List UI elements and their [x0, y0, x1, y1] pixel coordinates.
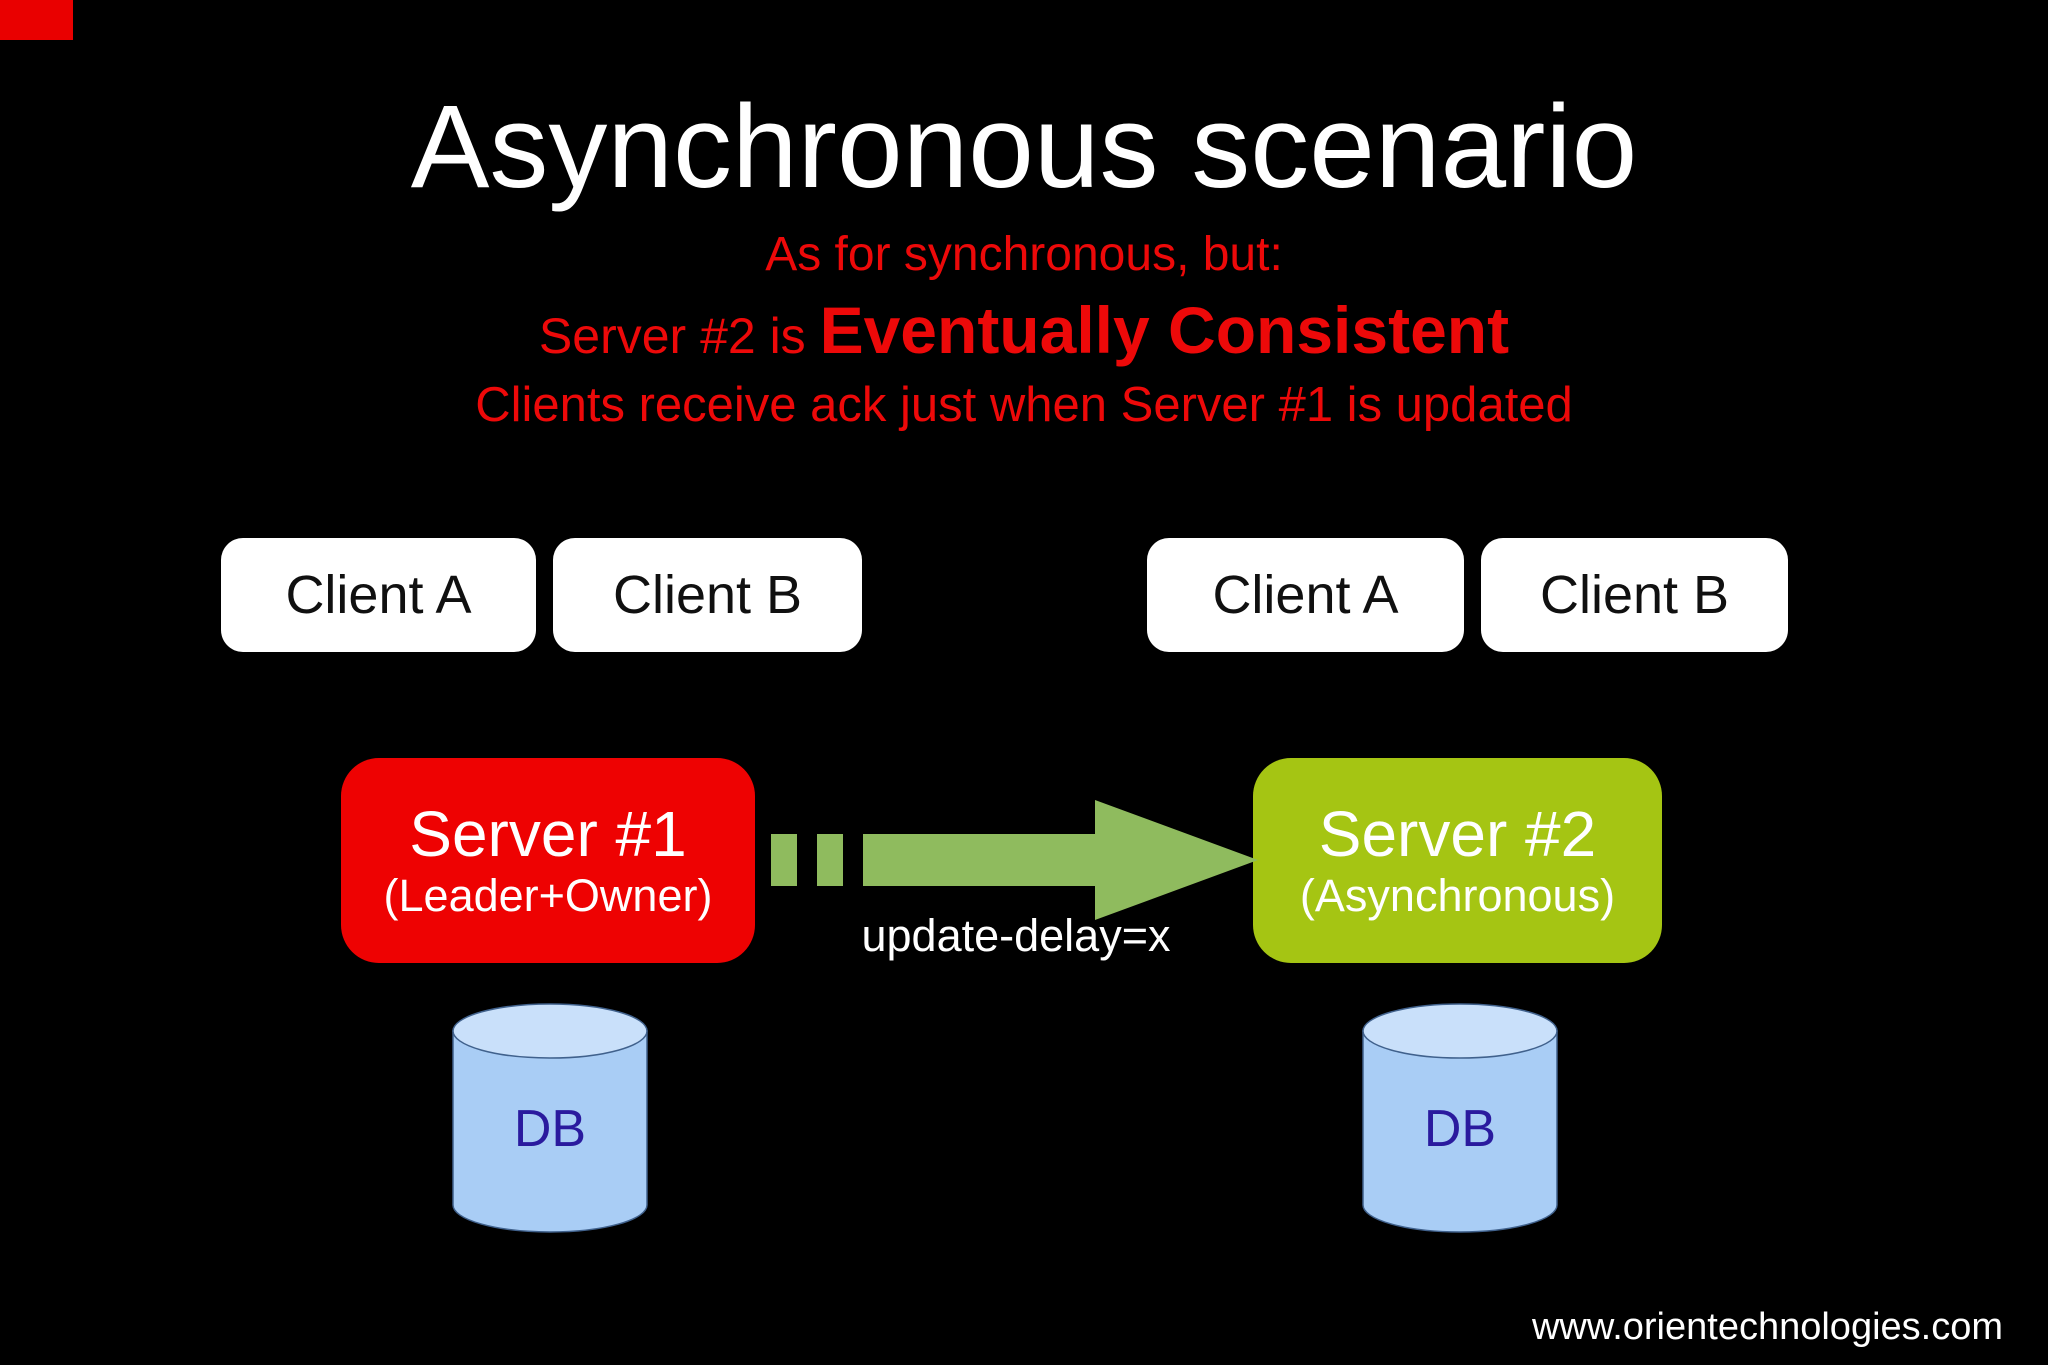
- left-db-label: DB: [514, 1100, 586, 1158]
- left-client-b-box: Client B: [553, 538, 862, 652]
- left-db-cylinder-icon: DB: [452, 1003, 648, 1233]
- left-db-top: [452, 1003, 648, 1059]
- arrow-dash-2: [817, 834, 843, 886]
- left-db-body: [452, 1030, 648, 1233]
- server-2-role: (Asynchronous): [1299, 869, 1616, 921]
- subtitle-line-3: Clients receive ack just when Server #1 …: [475, 378, 1573, 432]
- slide-title: Asynchronous scenario: [410, 81, 1638, 213]
- right-client-b-box: Client B: [1481, 538, 1788, 652]
- right-db-cylinder-icon: DB: [1362, 1003, 1558, 1233]
- right-db-label: DB: [1424, 1100, 1496, 1158]
- server-1-box: Server #1 (Leader+Owner): [341, 758, 755, 963]
- subtitle-line-2-prefix: Server #2 is: [538, 308, 820, 364]
- right-client-a-box: Client A: [1147, 538, 1464, 652]
- subtitle-line-1: As for synchronous, but:: [765, 228, 1283, 281]
- right-db-top: [1362, 1003, 1558, 1059]
- subtitle-line-2: Server #2 is Eventually Consistent: [0, 297, 2048, 363]
- red-corner-marker: [0, 0, 73, 40]
- arrow-dash-1: [771, 834, 797, 886]
- arrow-label: update-delay=x: [861, 910, 1171, 961]
- server-2-box: Server #2 (Asynchronous): [1253, 758, 1662, 963]
- left-client-a-box: Client A: [221, 538, 536, 652]
- watermark-url: www.orientechnologies.com: [1531, 1306, 2003, 1348]
- subtitle-line-2-emphasis: Eventually Consistent: [819, 293, 1510, 367]
- replication-arrow-icon: [771, 800, 1258, 920]
- server-1-role: (Leader+Owner): [383, 869, 713, 921]
- server-2-name: Server #2: [1318, 798, 1597, 871]
- server-1-name: Server #1: [409, 798, 687, 871]
- right-db-body: [1362, 1030, 1558, 1233]
- arrow-body: [863, 800, 1258, 920]
